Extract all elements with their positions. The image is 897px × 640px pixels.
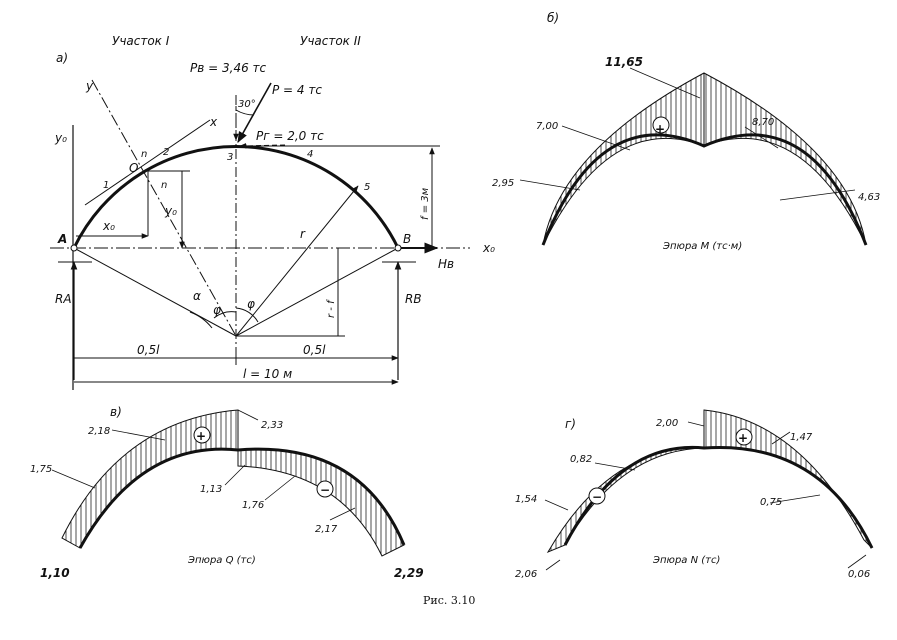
figure-caption: Рис. 3.10	[423, 594, 475, 607]
hinge-b	[394, 244, 402, 252]
support-b-label: B	[403, 232, 411, 246]
shear-value: 1,76	[242, 500, 264, 511]
shear-value: 2,17	[315, 524, 338, 535]
point-label: 3	[227, 152, 233, 163]
radius-a	[73, 247, 237, 337]
alpha-arc	[189, 311, 213, 329]
phi-label: φ	[213, 303, 221, 317]
plus-sign-circle	[652, 116, 670, 134]
normal-value: 0,82	[570, 454, 592, 465]
half-span-left-label: 0,5l	[137, 343, 160, 357]
moment-value: 4,63	[858, 192, 880, 203]
moment-value: 7,00	[536, 121, 558, 132]
support-a-label: A	[57, 232, 67, 246]
arch-curve	[72, 145, 400, 249]
moment-value: 8,70	[752, 117, 774, 128]
reaction-b-label: RB	[405, 292, 422, 306]
minus-sign: −	[592, 490, 602, 504]
radius-b	[235, 247, 399, 337]
plus-sign-circle	[735, 428, 753, 446]
radius-label: r	[300, 227, 306, 241]
r-minus-f-label: r - f	[326, 299, 337, 318]
phi-label: φ	[247, 297, 255, 311]
x0-axis-label: x₀	[482, 241, 495, 255]
panel-v-labels: в) + − 2,18 2,33 1,75 1,13 1,76 2,17 1,1…	[30, 405, 424, 580]
rise-dim-label: f = 3м	[420, 187, 431, 220]
panel-v-label: в)	[110, 405, 122, 419]
moment-value: 11,65	[605, 55, 643, 69]
panel-b-moment-diagram	[519, 67, 868, 246]
half-span-right-label: 0,5l	[303, 343, 326, 357]
shear-value: 2,18	[88, 426, 110, 437]
angle-arc	[235, 109, 255, 116]
minus-sign-circle	[316, 480, 334, 498]
shear-value: 1,10	[40, 566, 70, 580]
load-p-arrow	[237, 82, 272, 143]
origin-label: O	[129, 161, 138, 175]
shear-value: 2,33	[261, 420, 283, 431]
angle-label: 30°	[238, 99, 256, 110]
y-axis-normal	[91, 79, 237, 337]
normal-mark: n	[141, 149, 147, 160]
normal-value: 2,00	[656, 418, 678, 429]
section-1-label: Участок I	[112, 34, 170, 48]
normal-value: 1,54	[515, 494, 537, 505]
point-label: 5	[364, 182, 370, 193]
radius-r	[235, 185, 359, 337]
shear-value: 1,75	[30, 464, 52, 475]
minus-sign: −	[320, 483, 330, 497]
panel-g-labels: г) + − 2,00 1,47 0,82 0,75 1,54 2,06 0,0…	[515, 417, 870, 580]
x-axis-label: x	[209, 115, 218, 129]
normal-value: 0,75	[760, 497, 782, 508]
arch-axis	[541, 133, 868, 246]
point-label: 4	[307, 149, 313, 160]
shear-value: 1,13	[200, 484, 222, 495]
panel-b-labels: б) + 11,65 7,00 8,70 2,95 4,63 Эпюра M (…	[492, 11, 880, 252]
normal-positive-area	[703, 409, 873, 549]
minus-sign-circle	[588, 487, 606, 505]
normal-value: 1,47	[790, 432, 813, 443]
moment-value: 2,95	[492, 178, 514, 189]
y-axis-label: y	[85, 79, 94, 93]
x0-dim-label: x₀	[102, 219, 115, 233]
hinge-a	[70, 244, 78, 252]
y0-axis-label: y₀	[54, 131, 67, 145]
normal-diagram-title: Эпюра N (тс)	[652, 555, 720, 566]
moment-diagram-title: Эпюра M (тс·м)	[662, 241, 742, 252]
plus-sign-circle	[193, 426, 211, 444]
arch-axis	[563, 445, 874, 549]
plus-sign: +	[655, 122, 665, 136]
normal-value: 0,06	[848, 569, 870, 580]
panel-a-label: а)	[56, 51, 68, 65]
phi-arc-left	[213, 311, 237, 319]
phi-arc-right	[235, 307, 259, 323]
x-axis-tangent	[84, 119, 211, 206]
thrust-label: Hв	[438, 257, 454, 271]
panel-g-label: г)	[565, 417, 576, 431]
span-label: l = 10 м	[243, 367, 292, 381]
point-label: 2	[163, 147, 169, 158]
plus-sign: +	[738, 431, 748, 445]
y0-dim-label: y₀	[164, 204, 177, 218]
normal-value: 2,06	[515, 569, 537, 580]
panel-b-label: б)	[547, 11, 559, 25]
shear-diagram-title: Эпюра Q (тс)	[187, 555, 256, 566]
section-2-label: Участок II	[300, 34, 361, 48]
load-pv-label: Pв = 3,46 тс	[190, 61, 267, 75]
load-pg-label: Pг = 2,0 тс	[256, 129, 324, 143]
plus-sign: +	[196, 429, 206, 443]
alpha-label: α	[193, 289, 201, 303]
reaction-a-label: RA	[55, 292, 72, 306]
normal-mark: n	[161, 180, 167, 191]
shear-value: 2,29	[394, 566, 424, 580]
load-p-label: P = 4 тс	[272, 83, 322, 97]
panel-a-labels: а) Участок I Участок II Pв = 3,46 тс P =…	[54, 34, 495, 381]
panel-v-shear-diagram	[51, 409, 406, 557]
panel-a-scheme	[50, 79, 470, 390]
point-label: 1	[103, 180, 109, 191]
panel-g-normal-force-diagram	[544, 409, 874, 571]
arch-axis	[78, 447, 406, 549]
